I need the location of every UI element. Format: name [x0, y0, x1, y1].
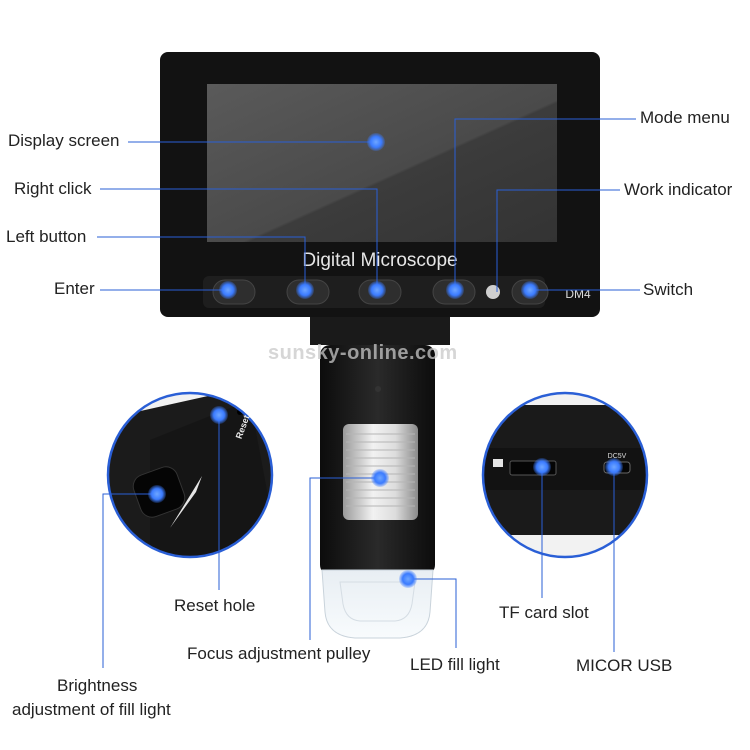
label-reset-hole: Reset hole — [174, 596, 256, 615]
label-left-button: Left button — [6, 227, 87, 246]
markers — [148, 133, 623, 588]
usb-text: DC5V — [608, 453, 627, 460]
label-micor-usb: MICOR USB — [576, 656, 673, 675]
watermark: sunsky-online.com — [268, 342, 458, 364]
label-switch: Switch — [643, 280, 694, 299]
label-work-indicator: Work indicator — [624, 180, 733, 199]
marker-enter — [219, 281, 237, 299]
marker-right-click — [368, 281, 386, 299]
label-enter: Enter — [54, 279, 95, 298]
handle-screw — [375, 386, 381, 392]
leader-lines — [97, 118, 640, 668]
label-right-click: Right click — [14, 179, 92, 198]
marker-led-fill — [399, 570, 417, 588]
marker-mode-menu — [446, 281, 464, 299]
marker-micor-usb — [605, 458, 623, 476]
label-focus-pulley: Focus adjustment pulley — [187, 644, 371, 663]
work-indicator-led — [486, 285, 500, 299]
model-text: DM4 — [565, 287, 591, 301]
label-tf-card-slot: TF card slot — [499, 603, 589, 622]
label-brightness-line1: Brightness — [57, 676, 138, 695]
leader-left-button — [97, 236, 306, 290]
leader-work-indicator — [496, 189, 620, 292]
leader-focus-pulley — [309, 477, 380, 640]
label-led-fill-light: LED fill light — [410, 655, 500, 674]
right-zoom-inset: DC5V — [481, 391, 649, 559]
leader-led-fill — [408, 578, 457, 648]
marker-tf-card — [533, 458, 551, 476]
label-brightness-line2: adjustment of fill light — [12, 700, 171, 719]
label-mode-menu: Mode menu — [640, 108, 730, 127]
display-screen — [207, 84, 557, 242]
brand-text: Digital Microscope — [302, 250, 457, 271]
leader-brightness — [102, 493, 157, 668]
marker-left-button — [296, 281, 314, 299]
device-neck — [310, 317, 450, 345]
marker-focus-pulley — [371, 469, 389, 487]
marker-reset-hole — [210, 406, 228, 424]
marker-switch — [521, 281, 539, 299]
marker-brightness — [148, 485, 166, 503]
left-zoom-inset: Reset — [106, 391, 274, 559]
label-display-screen: Display screen — [8, 131, 120, 150]
marker-display-screen — [367, 133, 385, 151]
leader-mode-menu — [454, 118, 636, 290]
leader-right-click — [100, 188, 378, 290]
pulley-ridges — [346, 433, 415, 507]
led-ring — [339, 581, 416, 622]
